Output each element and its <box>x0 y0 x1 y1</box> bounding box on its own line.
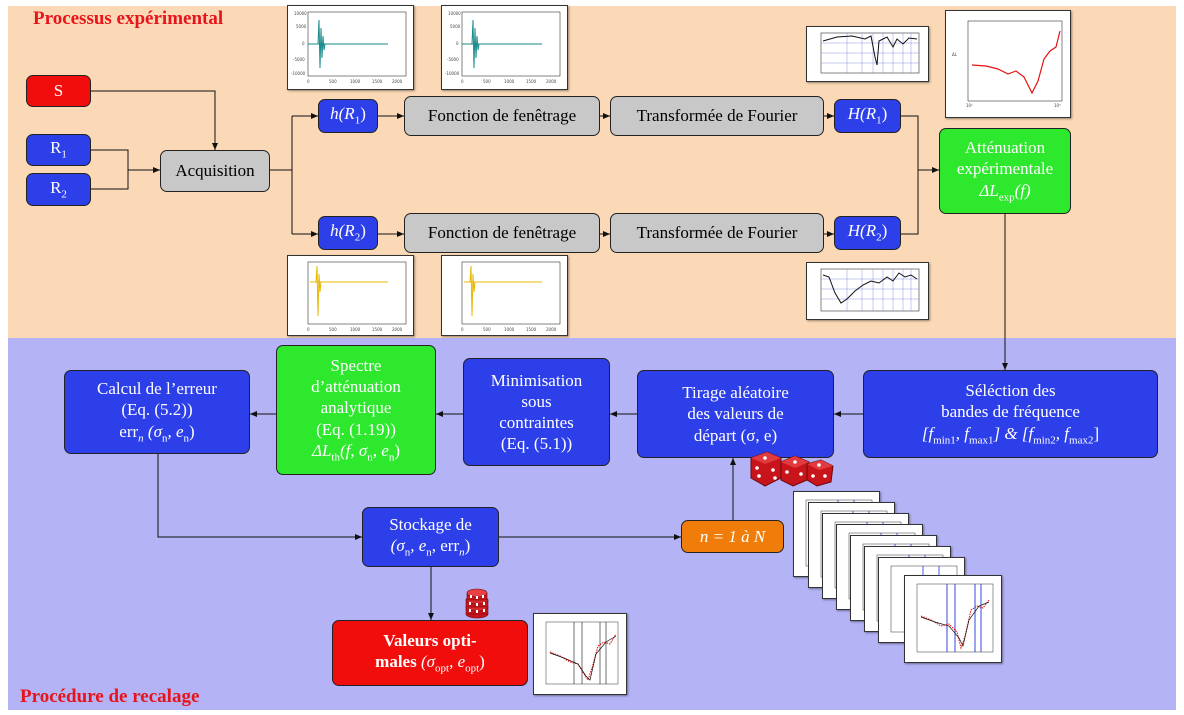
error-computation-node: Calcul de l’erreur (Eq. (5.2)) errn (σn,… <box>64 370 250 454</box>
impulse-response-r2-node: h(R2) <box>318 216 378 250</box>
optimal-values-node: Valeurs opti- males (σopt, eopt) <box>332 620 528 686</box>
acquisition-node: Acquisition <box>160 150 270 192</box>
svg-text:-5000: -5000 <box>447 57 459 62</box>
svg-text:5000: 5000 <box>296 24 307 29</box>
experimental-attenuation-node: Atténuation expérimentale ΔLexp(f) <box>939 128 1071 214</box>
svg-text:1000: 1000 <box>350 327 361 332</box>
storage-node: Stockage de (σn, en, errn) <box>362 507 499 567</box>
svg-text:2000: 2000 <box>392 79 403 84</box>
frequency-band-selection-node: Séléction des bandes de fréquence [fmin1… <box>863 370 1158 458</box>
svg-text:10000: 10000 <box>294 11 307 16</box>
svg-text:1500: 1500 <box>526 79 537 84</box>
fourier-transform-1-node: Transformée de Fourier <box>610 96 824 136</box>
analytical-spectrum-node: Spectre d’atténuation analytique (Eq. (1… <box>276 345 436 475</box>
svg-text:-5000: -5000 <box>293 57 305 62</box>
svg-text:ΔL: ΔL <box>952 52 958 57</box>
windowing-function-2-node: Fonction de fenêtrage <box>404 213 600 253</box>
loop-counter-node: n = 1 à N <box>681 520 784 553</box>
svg-text:2000: 2000 <box>546 79 557 84</box>
signal-plot-r1-windowed: 10000 5000 0 -5000 -10000 0 500 1000 1500 2000 <box>441 5 568 90</box>
optimal-fit-plot <box>533 613 627 695</box>
svg-text:5000: 5000 <box>450 24 461 29</box>
transfer-function-r1-node: H(R1) <box>834 99 901 133</box>
svg-text:0: 0 <box>461 79 464 84</box>
fitting-procedure-label: Procédure de recalage <box>20 686 200 707</box>
svg-text:-10000: -10000 <box>445 71 460 76</box>
svg-text:1000: 1000 <box>504 79 515 84</box>
random-draw-node: Tirage aléatoire des valeurs de départ (… <box>637 370 834 458</box>
receiver-2-node: R2 <box>26 173 91 206</box>
svg-text:0: 0 <box>307 79 310 84</box>
experimental-process-label: Processus expérimental <box>33 8 224 29</box>
transfer-function-plot-r1 <box>806 26 929 82</box>
receiver-1-node: R1 <box>26 134 91 166</box>
svg-text:2000: 2000 <box>546 327 557 332</box>
dice-icon <box>750 451 834 487</box>
svg-text:2000: 2000 <box>392 327 403 332</box>
source-node: S <box>26 75 91 107</box>
signal-plot-r1-raw: 10000 5000 0 -5000 -10000 0 500 1000 1500 2000 <box>287 5 414 90</box>
windowing-function-1-node: Fonction de fenêtrage <box>404 96 600 136</box>
svg-text:500: 500 <box>483 79 491 84</box>
transfer-function-plot-r2 <box>806 262 929 320</box>
svg-text:-10000: -10000 <box>291 71 306 76</box>
svg-text:0: 0 <box>456 41 459 46</box>
signal-plot-r2-raw: 0 500 1000 1500 2000 <box>287 255 414 336</box>
fourier-transform-2-node: Transformée de Fourier <box>610 213 824 253</box>
svg-text:0: 0 <box>461 327 464 332</box>
svg-text:1500: 1500 <box>526 327 537 332</box>
svg-text:10³: 10³ <box>1054 103 1061 108</box>
experimental-attenuation-plot: 10² 10³ ΔL <box>945 10 1071 118</box>
casino-chips-icon <box>465 588 489 619</box>
signal-plot-r2-windowed: 0 500 1000 1500 2000 <box>441 255 568 336</box>
svg-text:10000: 10000 <box>448 11 461 16</box>
svg-text:1000: 1000 <box>350 79 361 84</box>
svg-text:1500: 1500 <box>372 79 383 84</box>
svg-text:1500: 1500 <box>372 327 383 332</box>
svg-text:500: 500 <box>483 327 491 332</box>
svg-text:0: 0 <box>302 41 305 46</box>
svg-text:500: 500 <box>329 79 337 84</box>
impulse-response-r1-node: h(R1) <box>318 99 378 133</box>
constrained-minimization-node: Minimisation sous contraintes (Eq. (5.1)… <box>463 358 610 466</box>
svg-text:10²: 10² <box>966 103 973 108</box>
svg-text:500: 500 <box>329 327 337 332</box>
svg-text:1000: 1000 <box>504 327 515 332</box>
transfer-function-r2-node: H(R2) <box>834 216 901 250</box>
svg-text:0: 0 <box>307 327 310 332</box>
